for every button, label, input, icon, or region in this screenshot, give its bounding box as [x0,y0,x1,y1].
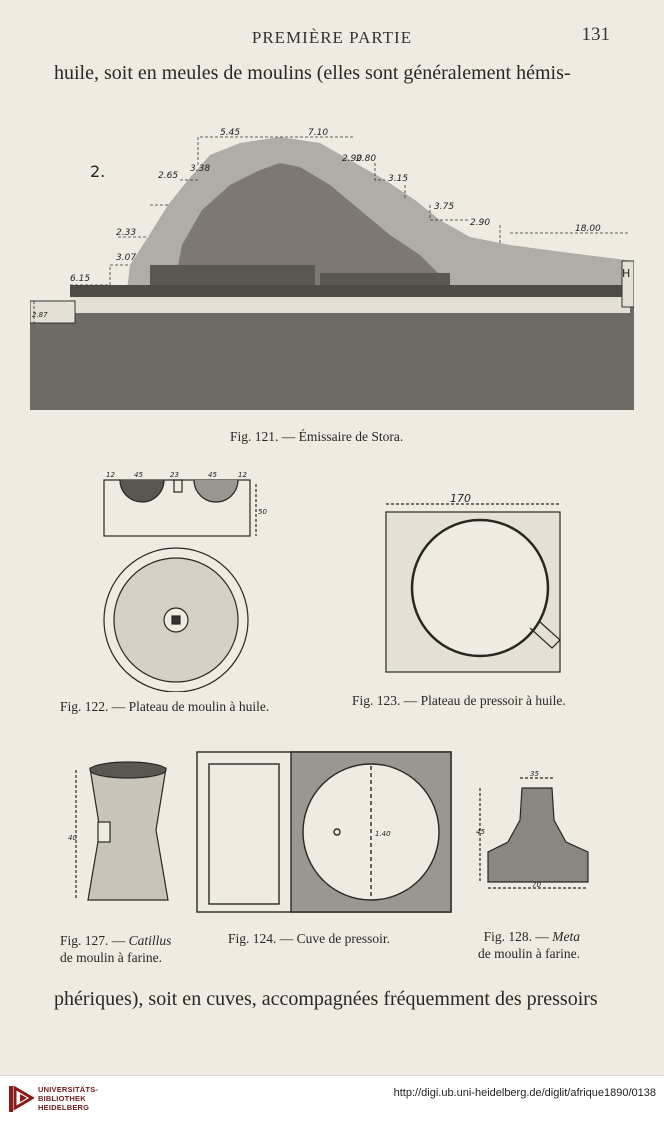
dim-label: 23 [170,471,179,479]
fig122-left-hollow [119,479,165,503]
dim-label: 18.00 [575,224,601,234]
fig121-caption: Fig. 121. — Émissaire de Stora. [230,429,404,444]
dim-label: 5.45 [220,128,240,138]
dim-label: 170 [450,492,471,505]
fig127-lever-hole [97,821,111,843]
channel-block-left [150,265,315,285]
fig124-caption: Fig. 124. — Cuve de pressoir. [228,931,390,946]
permalink-url[interactable]: http://digi.ub.uni-heidelberg.de/diglit/… [393,1087,656,1099]
book-page: PREMIÈRE PARTIE 131 huile, soit en meule… [30,24,634,1010]
fig123-caption: Fig. 123. — Plateau de pressoir à huile. [352,693,566,708]
dim-label: 50 [258,508,267,516]
fig128-meta-body [487,787,589,883]
figure-127-illustration: 40 [68,761,169,901]
fig128-caption-prefix: Fig. 128. — [483,929,553,944]
dim-label: 3.75 [434,202,454,212]
fig123-spout [529,621,561,649]
fig122-caption: Fig. 122. — Plateau de moulin à huile. [60,699,270,714]
fig127-caption: Fig. 127. — Catillus de moulin à farine. [60,932,171,966]
dim-label: 2.90 [342,154,362,164]
fig128-caption: Fig. 128. — Meta de moulin à farine. [478,928,580,962]
dim-label: 3.07 [116,253,136,263]
figure-128-illustration: 35 45 70 [476,770,589,889]
fig127-catillus-mouth [89,761,167,779]
body-text-bottom: phériques), soit en cuves, accompagnées … [54,988,598,1010]
figure-124-illustration: 1.40 [196,751,452,913]
channel-exit [621,260,634,308]
fig122-right-hollow [193,479,239,503]
fig122-center-slot [173,479,183,493]
library-name-line: HEIDELBERG [38,1103,90,1112]
dim-label: 70 [532,881,541,889]
channel-bright-band [70,297,630,313]
dim-label: 45 [208,471,217,479]
body-text-top: huile, soit en meules de moulins (elles … [54,62,571,84]
dim-label: 1.40 [375,830,391,838]
channel-top-band [70,285,630,297]
fig124-drain-hole [333,828,341,836]
dim-label: 45 [476,828,485,836]
dim-label: 45 [134,471,143,479]
dim-label: 3.38 [190,164,210,174]
university-library-logo-icon[interactable] [8,1084,34,1114]
fig122-plan-outer-ring [103,547,249,692]
dim-label: 2.33 [116,228,136,238]
ground-mass [30,307,634,410]
fig127-caption-term: Catillus [128,933,172,948]
dim-label: 6.15 [70,274,90,284]
dim-label: 3.15 [388,174,408,184]
library-name: UNIVERSITÄTS- BIBLIOTHEK HEIDELBERG [38,1085,98,1112]
fig121-panel-number: 2. [90,162,105,181]
dim-label: 12 [238,471,247,479]
figure-122-illustration: 12 45 23 45 12 50 [103,471,267,692]
dim-label: 40 [68,834,77,842]
dim-label: 2.80 [356,154,376,164]
library-name-line: BIBLIOTHEK [38,1094,86,1103]
dim-label: 2.87 [32,311,48,319]
viewer-footer: UNIVERSITÄTS- BIBLIOTHEK HEIDELBERG http… [0,1075,664,1124]
channel-block-mid [320,273,450,285]
fig122-plan-center-hole [171,615,181,625]
channel-entry [30,300,76,324]
running-title: PREMIÈRE PARTIE [251,28,413,47]
fig128-caption-line2: de moulin à farine. [478,946,580,961]
fig124-section-chamber [208,763,280,905]
fig127-caption-prefix: Fig. 127. — [60,933,129,948]
dim-label: 7.10 [308,128,328,138]
dim-label: 2.65 [158,171,178,181]
dimension-lines [33,136,630,323]
figure-121-illustration: 2. H 5.45 7.10 3.38 2.65 2.90 2.80 3.15 … [30,128,634,410]
fig123-plan-circle [410,518,550,658]
dim-label: 12 [106,471,115,479]
dim-label: 2.90 [470,218,490,228]
fig121-end-letter: H [622,267,630,280]
fig128-caption-term: Meta [552,929,580,944]
library-name-line: UNIVERSITÄTS- [38,1085,99,1094]
dim-label: 35 [530,770,539,778]
page-number: 131 [581,24,611,45]
fig127-caption-line2: de moulin à farine. [60,950,162,965]
figure-123-illustration: 170 [385,492,561,673]
